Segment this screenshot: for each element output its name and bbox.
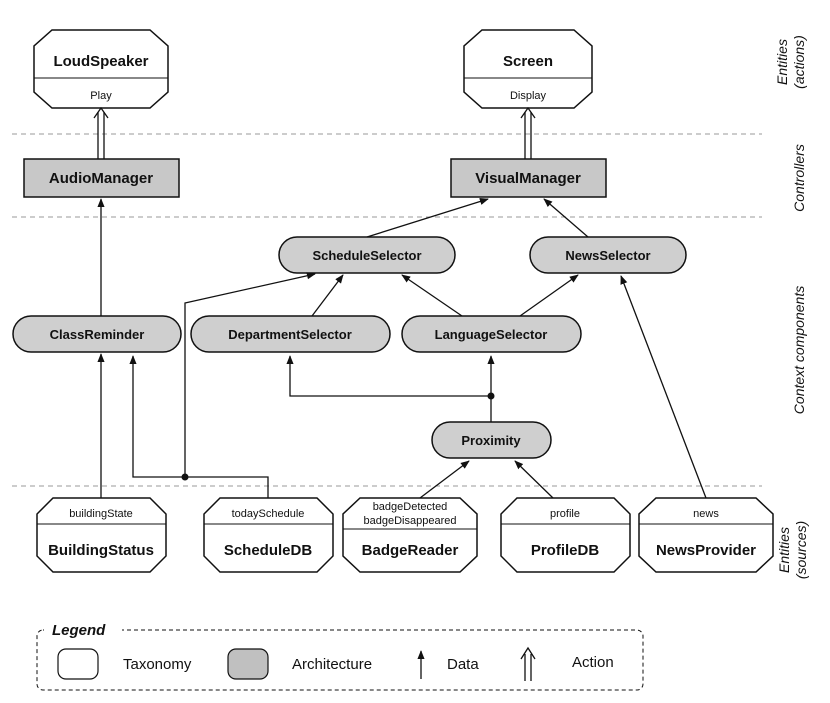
component-name: ClassReminder bbox=[50, 327, 145, 342]
legend-data-label: Data bbox=[447, 656, 479, 673]
action-port-label: Play bbox=[90, 90, 112, 102]
component-pill bbox=[12, 315, 182, 353]
entity-name: ScheduleDB bbox=[224, 542, 313, 559]
entity-name: Screen bbox=[503, 53, 553, 70]
data-port-label: badgeDetected bbox=[373, 501, 448, 513]
component-name: LanguageSelector bbox=[435, 327, 548, 342]
component-pill bbox=[529, 236, 687, 274]
octagon-shape bbox=[463, 29, 593, 109]
legend-architecture-swatch bbox=[227, 648, 269, 680]
octagon-shape bbox=[33, 29, 169, 109]
svg-text:Controllers: Controllers bbox=[791, 144, 807, 212]
component-name: Proximity bbox=[461, 433, 521, 448]
component-departmentselector: DepartmentSelector bbox=[190, 315, 391, 353]
entity-newsprovider: news NewsProvider bbox=[638, 497, 774, 573]
layer-label-actions: Entities (actions) bbox=[774, 35, 807, 89]
component-name: NewsSelector bbox=[565, 248, 650, 263]
entity-name: BuildingStatus bbox=[48, 542, 154, 559]
legend-title: Legend bbox=[52, 622, 106, 639]
entity-name: BadgeReader bbox=[362, 542, 459, 559]
edge-languageselector-to-newsselector bbox=[519, 274, 579, 317]
controller-name: AudioManager bbox=[49, 170, 153, 187]
octagon-shape bbox=[203, 497, 334, 573]
entity-name: LoudSpeaker bbox=[53, 53, 148, 70]
component-name: ScheduleSelector bbox=[312, 248, 421, 263]
data-port-label: profile bbox=[550, 508, 580, 520]
action-arrow-audio-to-loudspeaker bbox=[93, 106, 109, 159]
layer-label-context: Context components bbox=[791, 286, 807, 414]
svg-text:(actions): (actions) bbox=[791, 35, 807, 89]
junction-dot bbox=[487, 392, 495, 400]
svg-text:(sources): (sources) bbox=[793, 521, 809, 579]
legend: Legend Taxonomy Architecture Data Action bbox=[36, 622, 644, 691]
octagon-shape bbox=[36, 497, 167, 573]
legend-action-label: Action bbox=[572, 654, 614, 671]
component-scheduleselector: ScheduleSelector bbox=[278, 236, 456, 274]
controller-box bbox=[450, 158, 607, 198]
edge-scheduleselector-to-visualmanager bbox=[366, 197, 489, 238]
component-newsselector: NewsSelector bbox=[529, 236, 687, 274]
component-languageselector: LanguageSelector bbox=[401, 315, 582, 353]
entity-buildingstatus: buildingState BuildingStatus bbox=[36, 497, 167, 573]
component-name: DepartmentSelector bbox=[228, 327, 352, 342]
component-proximity: Proximity bbox=[431, 421, 552, 459]
layer-label-controllers: Controllers bbox=[791, 144, 807, 212]
controller-visualmanager: VisualManager bbox=[450, 158, 607, 198]
edge-departmentselector-to-scheduleselector bbox=[311, 274, 344, 317]
data-port-label: todaySchedule bbox=[232, 508, 305, 520]
entity-name: NewsProvider bbox=[656, 542, 756, 559]
octagon-shape bbox=[638, 497, 774, 573]
octagon-shape bbox=[500, 497, 631, 573]
svg-text:Context components: Context components bbox=[791, 286, 807, 414]
edge-junction-to-classreminder bbox=[129, 355, 185, 478]
edge-languageselector-to-scheduleselector bbox=[401, 274, 463, 317]
data-port-label: news bbox=[693, 508, 719, 520]
action-port-label: Display bbox=[510, 90, 547, 102]
legend-architecture-label: Architecture bbox=[292, 656, 372, 673]
legend-action-arrow-icon bbox=[520, 646, 536, 681]
svg-text:Entities: Entities bbox=[774, 39, 790, 85]
edge-newsprovider-to-newsselector bbox=[620, 275, 707, 499]
legend-taxonomy-swatch bbox=[57, 648, 99, 680]
entity-scheduledb: todaySchedule ScheduleDB bbox=[203, 497, 334, 573]
edge-badgereader-to-proximity bbox=[419, 460, 470, 499]
entity-screen: Screen Display bbox=[463, 29, 593, 109]
legend-title-mask bbox=[44, 622, 122, 640]
edge-scheduledb-to-junction bbox=[185, 476, 269, 498]
octagon-shape bbox=[342, 497, 478, 573]
edge-newsselector-to-visualmanager bbox=[543, 198, 589, 238]
data-port-label: badgeDisappeared bbox=[364, 515, 457, 527]
data-port-label: buildingState bbox=[69, 508, 133, 520]
controller-audiomanager: AudioManager bbox=[23, 158, 180, 198]
component-classreminder: ClassReminder bbox=[12, 315, 182, 353]
entity-profiledb: profile ProfileDB bbox=[500, 497, 631, 573]
edge-profiledb-to-proximity bbox=[514, 460, 554, 499]
controller-box bbox=[23, 158, 180, 198]
svg-text:Entities: Entities bbox=[776, 527, 792, 573]
component-pill bbox=[401, 315, 582, 353]
junction-dot bbox=[181, 473, 189, 481]
controller-name: VisualManager bbox=[475, 170, 581, 187]
entity-name: ProfileDB bbox=[531, 542, 600, 559]
component-pill bbox=[190, 315, 391, 353]
action-arrow-visual-to-screen bbox=[520, 106, 536, 159]
entity-loudspeaker: LoudSpeaker Play bbox=[33, 29, 169, 109]
edge-proximity-to-departmentselector bbox=[286, 355, 491, 397]
entity-badgereader: badgeDetected badgeDisappeared BadgeRead… bbox=[342, 497, 478, 573]
layer-label-sources: Entities (sources) bbox=[776, 521, 809, 579]
legend-taxonomy-label: Taxonomy bbox=[123, 656, 192, 673]
legend-frame bbox=[36, 629, 644, 691]
edge-junction-to-scheduleselector bbox=[184, 272, 316, 477]
